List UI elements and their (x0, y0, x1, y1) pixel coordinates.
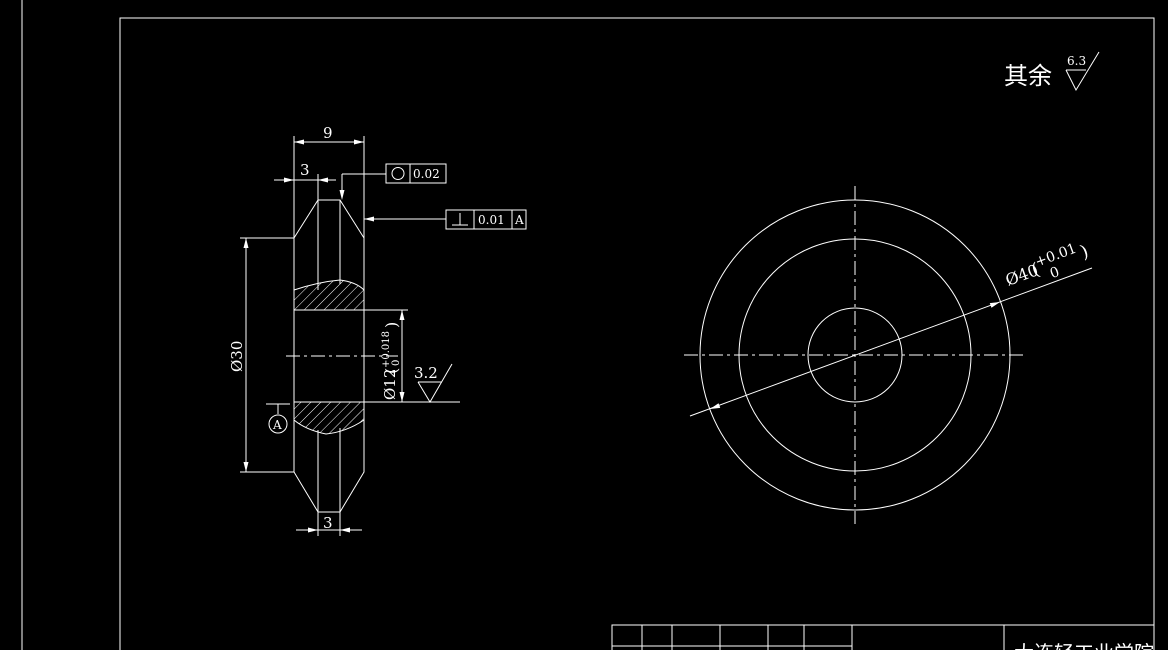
tol-perpendicularity-datum: A (514, 213, 524, 227)
dim-bore-diameter: Ø12 (381, 369, 399, 400)
roughness-note: 其余 6.3 (1004, 51, 1100, 92)
title-block-school: 大连轻工业学院 (1014, 641, 1154, 650)
dim-bore-tol-upper: +0.018 (381, 331, 392, 368)
roughness-note-value: 6.3 (1067, 54, 1086, 68)
svg-text:): ) (1078, 241, 1092, 263)
hatch-lower (293, 401, 365, 435)
tol-perpendicularity-value: 0.01 (478, 213, 505, 227)
section-outline (293, 199, 365, 513)
dim-width-total: 9 (323, 124, 333, 142)
svg-text:(: ( (382, 368, 401, 374)
front-view: Ø40 ( +0.01 0 ) (684, 186, 1093, 524)
dim-outer-diameter: Ø30 (228, 341, 246, 372)
roughness-note-label: 其余 (1004, 62, 1052, 90)
datum-label: A (272, 418, 282, 432)
title-block: 大连轻工业学院 (611, 624, 1155, 650)
dim-chamfer-bottom: 3 (323, 514, 333, 532)
roughness-bore: 3.2 (414, 364, 438, 382)
hatch-upper (293, 279, 365, 311)
dim-bore-tol-lower: 0 (391, 360, 402, 366)
dim-chamfer-top: 3 (300, 161, 310, 179)
tol-roundness-value: 0.02 (413, 167, 440, 181)
svg-text:): ) (382, 322, 401, 328)
drawing-frame (119, 17, 1155, 650)
front-dim-tol-lower: 0 (1048, 264, 1062, 282)
section-view: 9 3 3 Ø30 Ø12 ( +0.018 0 ) (228, 124, 527, 536)
